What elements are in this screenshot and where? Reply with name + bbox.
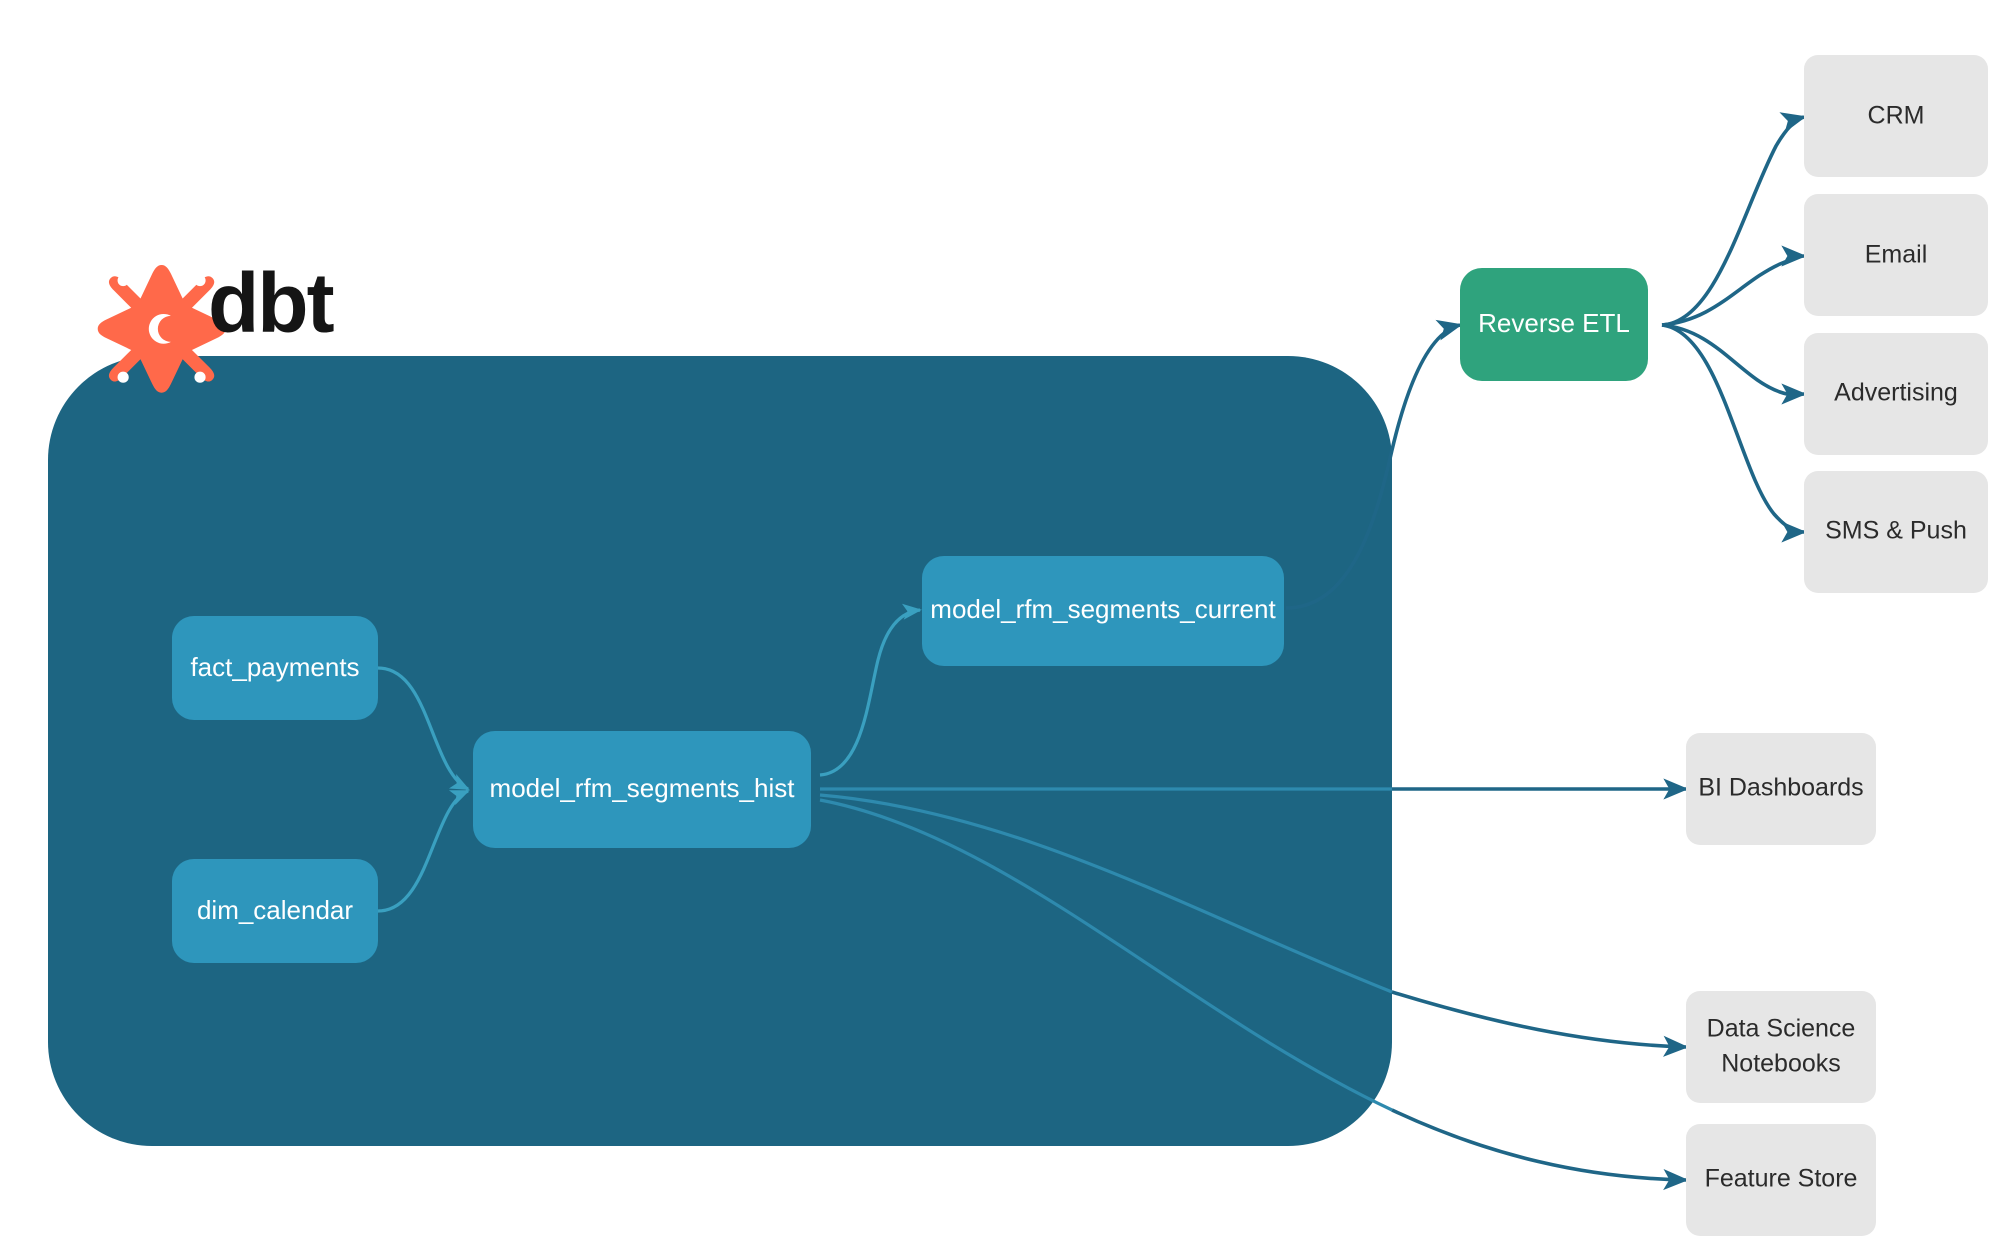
node-reverse-etl[interactable]: Reverse ETL [1460,268,1648,381]
node-model-rfm-segments-hist-label: model_rfm_segments_hist [490,773,796,803]
dbt-brand-text: dbt [208,256,334,350]
node-sms-push[interactable]: SMS & Push [1804,471,1988,593]
node-reverse-etl-label: Reverse ETL [1478,308,1630,338]
node-feature-store-box[interactable] [1686,1124,1876,1236]
node-dim-calendar-box[interactable] [172,859,378,963]
dbt-logo: dbt [97,256,336,393]
edge-group-analytics [819,787,1393,1112]
node-crm-box[interactable] [1804,55,1988,177]
edge-hist-to-ds-notebooks-inner [819,793,1393,994]
node-dim-calendar[interactable]: dim_calendar [172,859,378,963]
node-sms-push-box[interactable] [1804,471,1988,593]
edge-group-outer [1285,112,1807,1191]
edge-group-internal [377,603,922,913]
node-feature-store-label: Feature Store [1705,1165,1858,1193]
node-reverse-etl-box[interactable] [1460,268,1648,381]
node-crm[interactable]: CRM [1804,55,1988,177]
dbt-logo-icon [97,265,226,393]
edge-reverse-etl-to-advertising [1661,323,1807,405]
node-email-box[interactable] [1804,194,1988,316]
node-model-rfm-segments-current-box[interactable] [922,556,1284,666]
node-data-science-notebooks[interactable]: Data Science Notebooks [1686,991,1876,1103]
node-email[interactable]: Email [1804,194,1988,316]
edge-to-feature-store [1391,1108,1689,1191]
node-sms-push-label: SMS & Push [1825,517,1967,545]
node-crm-label: CRM [1868,102,1925,130]
node-feature-store[interactable]: Feature Store [1686,1124,1876,1236]
node-fact-payments-label: fact_payments [190,652,359,682]
node-model-rfm-segments-hist-box[interactable] [473,731,811,848]
node-model-rfm-segments-current-label: model_rfm_segments_current [930,594,1276,624]
node-bi-dashboards-label: BI Dashboards [1698,774,1863,802]
edge-to-data-science-notebooks [1391,990,1689,1057]
edge-fact-payments-to-hist [377,666,470,791]
node-fact-payments[interactable]: fact_payments [172,616,378,720]
node-model-rfm-segments-current[interactable]: model_rfm_segments_current [922,556,1284,666]
edge-hist-to-feature-store-inner [819,798,1393,1112]
node-email-label: Email [1865,241,1928,269]
node-bi-dashboards[interactable]: BI Dashboards [1686,733,1876,845]
node-dim-calendar-label: dim_calendar [197,895,353,925]
node-data-science-notebooks-label-line2: Notebooks [1721,1050,1841,1078]
edge-dim-calendar-to-hist [377,789,470,913]
node-model-rfm-segments-hist[interactable]: model_rfm_segments_hist [473,731,811,848]
edge-reverse-etl-to-email [1661,245,1807,327]
edge-current-to-reverse-etl [1285,319,1463,610]
node-fact-payments-box[interactable] [172,616,378,720]
node-bi-dashboards-box[interactable] [1686,733,1876,845]
node-data-science-notebooks-label-line1: Data Science [1707,1015,1856,1043]
node-advertising-box[interactable] [1804,333,1988,455]
edge-reverse-etl-to-sms-push [1661,323,1807,543]
node-data-science-notebooks-box[interactable] [1686,991,1876,1103]
node-advertising[interactable]: Advertising [1804,333,1988,455]
edge-hist-to-current [819,603,922,777]
node-advertising-label: Advertising [1834,379,1958,407]
edge-reverse-etl-to-crm [1661,112,1807,327]
